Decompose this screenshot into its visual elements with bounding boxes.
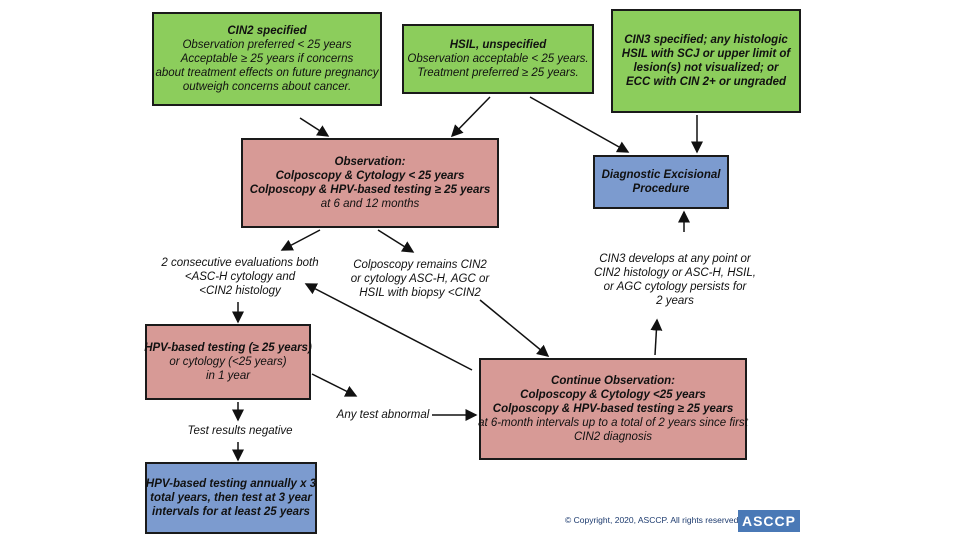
diagnostic-line: Diagnostic Excisional — [601, 169, 721, 181]
annual-line: HPV-based testing annually x 3 — [145, 478, 317, 490]
arrow-observation-to-left — [280, 229, 321, 251]
continue-title: Continue Observation: — [551, 375, 675, 387]
hsil-line: Observation acceptable < 25 years. — [407, 53, 589, 65]
diagnostic-line: Procedure — [632, 183, 690, 195]
copyright-text: © Copyright, 2020, ASCCP. All rights res… — [565, 515, 741, 525]
test-negative-label: Test results negative — [187, 425, 293, 437]
hpv-testing-1yr-box: HPV-based testing (≥ 25 years) or cytolo… — [144, 324, 312, 400]
arrow-continue-to-cin3develops — [650, 318, 663, 356]
observation-title: Observation: — [334, 156, 406, 168]
cin3-specified-box: CIN3 specified; any histologic HSIL with… — [611, 9, 801, 113]
hpv1-line: HPV-based testing (≥ 25 years) — [144, 342, 312, 354]
arrow-colposcopy-to-continue — [479, 299, 550, 357]
arrow-observation-to-right — [377, 229, 415, 253]
arrow-hsil-to-diagnostic — [529, 96, 630, 153]
continue-line: at 6-month intervals up to a total of 2 … — [478, 417, 748, 429]
cin3-line: HSIL with SCJ or upper limit of — [621, 48, 791, 60]
continue-observation-box: Continue Observation: Colposcopy & Cytol… — [478, 358, 748, 460]
cin2-title: CIN2 specified — [227, 25, 307, 37]
cin3-line: CIN3 specified; any histologic — [624, 34, 788, 46]
cin2-line: Observation preferred < 25 years — [182, 39, 352, 51]
observation-line: at 6 and 12 months — [320, 198, 420, 210]
hsil-title: HSIL, unspecified — [449, 39, 547, 51]
annual-line: intervals for at least 25 years — [152, 506, 310, 518]
cin3-line: lesion(s) not visualized; or — [633, 62, 779, 74]
continue-line: CIN2 diagnosis — [574, 431, 652, 443]
diagnostic-excisional-box: Diagnostic Excisional Procedure — [593, 155, 729, 209]
cin2-line: about treatment effects on future pregna… — [155, 67, 379, 79]
arrow-continue-to-twoconsec — [304, 283, 473, 371]
hpv1-line: in 1 year — [205, 370, 251, 382]
ascp-logo: ASCCP — [738, 510, 800, 532]
observation-line: Colposcopy & Cytology < 25 years — [275, 170, 465, 182]
hsil-line: Treatment preferred ≥ 25 years. — [417, 67, 579, 79]
hsil-unspecified-box: HSIL, unspecified Observation acceptable… — [402, 24, 594, 94]
colposcopy-remains-label: Colposcopy remains CIN2 or cytology ASC-… — [350, 259, 490, 299]
observation-box: Observation: Colposcopy & Cytology < 25 … — [241, 138, 499, 228]
cin3-line: ECC with CIN 2+ or ungraded — [625, 76, 787, 88]
cin2-line: outweigh concerns about cancer. — [182, 81, 352, 93]
arrow-hsil-to-observation — [450, 96, 491, 138]
continue-line: Colposcopy & HPV-based testing ≥ 25 year… — [492, 403, 734, 415]
hpv-annual-box: HPV-based testing annually x 3 total yea… — [145, 462, 317, 534]
arrow-cin2-to-observation — [299, 117, 330, 137]
cin2-specified-box: CIN2 specified Observation preferred < 2… — [152, 12, 382, 106]
annual-line: total years, then test at 3 year — [150, 492, 312, 504]
cin3-develops-label: CIN3 develops at any point or CIN2 histo… — [594, 253, 756, 307]
cin2-line: Acceptable ≥ 25 years if concerns — [180, 53, 354, 65]
hpv1-line: or cytology (<25 years) — [169, 356, 287, 368]
any-abnormal-label: Any test abnormal — [336, 409, 430, 421]
observation-line: Colposcopy & HPV-based testing ≥ 25 year… — [249, 184, 491, 196]
two-consecutive-label: 2 consecutive evaluations both <ASC-H cy… — [161, 257, 319, 297]
continue-line: Colposcopy & Cytology <25 years — [520, 389, 706, 401]
arrow-hpv1-to-anyabnormal — [311, 373, 358, 397]
